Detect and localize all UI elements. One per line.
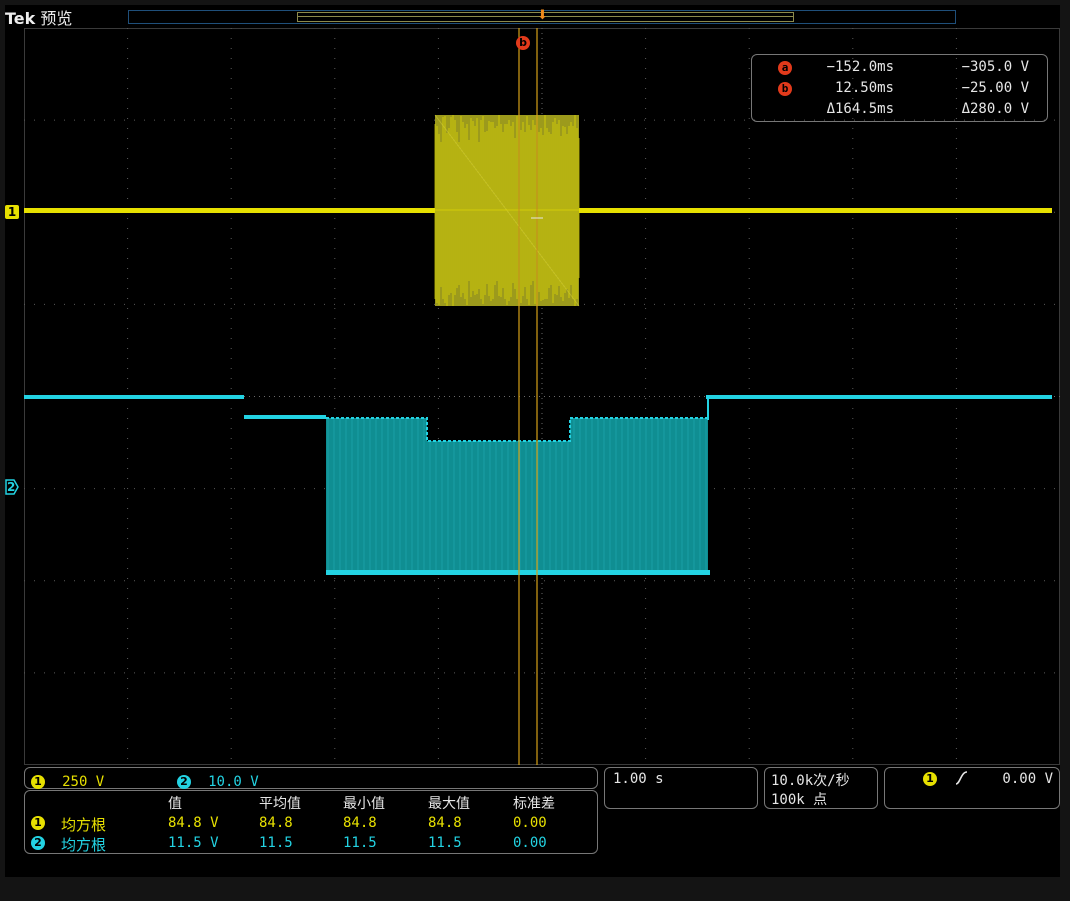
ch2-level-step [244, 415, 326, 419]
record-view-bar[interactable] [128, 10, 956, 24]
trigger-level: 0.00 V [1002, 771, 1053, 787]
ch2-marker-arrow-icon [5, 479, 19, 495]
meas-ch1-value: 84.8 V [168, 815, 219, 831]
cursor-delta-row: Δ164.5ms Δ280.0 V [752, 100, 1049, 120]
ch1-baseline-right [579, 208, 1052, 213]
record-view-line [297, 16, 794, 17]
cursor-a-badge: a [778, 61, 792, 75]
cursor-delta-time: Δ164.5ms [826, 101, 894, 117]
ch1-ground-marker[interactable]: 1 [5, 205, 19, 219]
ch2-level-high-left [24, 395, 244, 399]
measurement-panel[interactable]: 值 平均值 最小值 最大值 标准差 1 均方根 84.8 V 84.8 84.8… [24, 790, 598, 854]
acquisition-panel[interactable]: 10.0k次/秒 100k 点 [764, 767, 878, 809]
meas-ch2-mean: 11.5 [259, 835, 293, 851]
ch2-waveform [24, 395, 1052, 575]
ch1-waveform [24, 114, 1052, 307]
meas-header-min: 最小值 [343, 796, 385, 812]
tek-logo: Tek [5, 9, 36, 28]
meas-ch2-std: 0.00 [513, 835, 547, 851]
ch1-scale-value: 250 V [62, 774, 105, 790]
ch1-scale[interactable]: 1 250 V [31, 771, 104, 790]
meas-header-max: 最大值 [428, 796, 470, 812]
ch2-burst-body [326, 418, 708, 573]
timebase-scale: 1.00 s [613, 771, 664, 787]
meas-ch2-max: 11.5 [428, 835, 462, 851]
trigger-panel[interactable]: 1 0.00 V [884, 767, 1060, 809]
mode-label: 预览 [40, 9, 73, 28]
cursor-lines [518, 28, 543, 765]
meas-ch2-badge: 2 [31, 836, 45, 850]
ch2-level-high-right [706, 395, 1052, 399]
trigger-source-badge: 1 [923, 772, 937, 786]
ch2-ground-marker[interactable]: 2 [5, 479, 19, 495]
rising-edge-icon [955, 770, 969, 786]
brand-header: Tek 预览 [5, 5, 72, 29]
cursor-b-time: 12.50ms [834, 80, 894, 96]
meas-ch1-min: 84.8 [343, 815, 377, 831]
meas-ch1-mean: 84.8 [259, 815, 293, 831]
ch2-burst-top [326, 417, 708, 442]
meas-header-value: 值 [168, 796, 182, 812]
ch1-badge: 1 [31, 774, 45, 789]
cursor-a-time: −152.0ms [826, 59, 894, 75]
cursor-b-marker[interactable]: b [516, 36, 530, 50]
timebase-panel[interactable]: 1.00 s [604, 767, 758, 809]
cursor-readout-panel[interactable]: a −152.0ms −305.0 V b 12.50ms −25.00 V Δ… [751, 54, 1048, 122]
meas-ch2-min: 11.5 [343, 835, 377, 851]
meas-row-ch2[interactable]: 2 均方根 11.5 V 11.5 11.5 11.5 0.00 [25, 834, 597, 854]
cursor-b-value: −25.00 V [961, 80, 1029, 96]
vertical-scale-bar[interactable]: 1 250 V 2 10.0 V [24, 767, 598, 790]
sample-rate: 10.0k次/秒 [771, 773, 850, 789]
ch2-burst-traces [327, 418, 707, 573]
meas-ch1-name: 均方根 [61, 816, 107, 834]
ch2-burst-bottom [326, 570, 710, 575]
meas-ch2-value: 11.5 V [168, 835, 219, 851]
meas-header-mean: 平均值 [259, 796, 301, 812]
meas-row-ch1[interactable]: 1 均方根 84.8 V 84.8 84.8 84.8 0.00 [25, 814, 597, 834]
trigger-position-icon[interactable]: ⬇ [537, 8, 548, 23]
cursor-b-badge: b [778, 82, 792, 96]
ch1-baseline-left [24, 208, 435, 213]
ch2-scale-value: 10.0 V [208, 774, 259, 790]
cursor-delta-value: Δ280.0 V [961, 101, 1029, 117]
meas-ch1-max: 84.8 [428, 815, 462, 831]
meas-ch1-badge: 1 [31, 816, 45, 830]
cursor-a-value: −305.0 V [961, 59, 1029, 75]
waveform-graticule [24, 28, 1060, 765]
record-view-window[interactable] [297, 12, 794, 22]
ch2-scale[interactable]: 2 10.0 V [177, 771, 259, 790]
cursor-a-row: a −152.0ms −305.0 V [752, 58, 1049, 78]
record-length: 100k 点 [771, 792, 828, 808]
meas-header-std: 标准差 [513, 796, 555, 812]
meas-ch2-name: 均方根 [61, 836, 107, 854]
cursor-b-row: b 12.50ms −25.00 V [752, 79, 1049, 99]
ch2-badge: 2 [177, 774, 191, 789]
meas-ch1-std: 0.00 [513, 815, 547, 831]
